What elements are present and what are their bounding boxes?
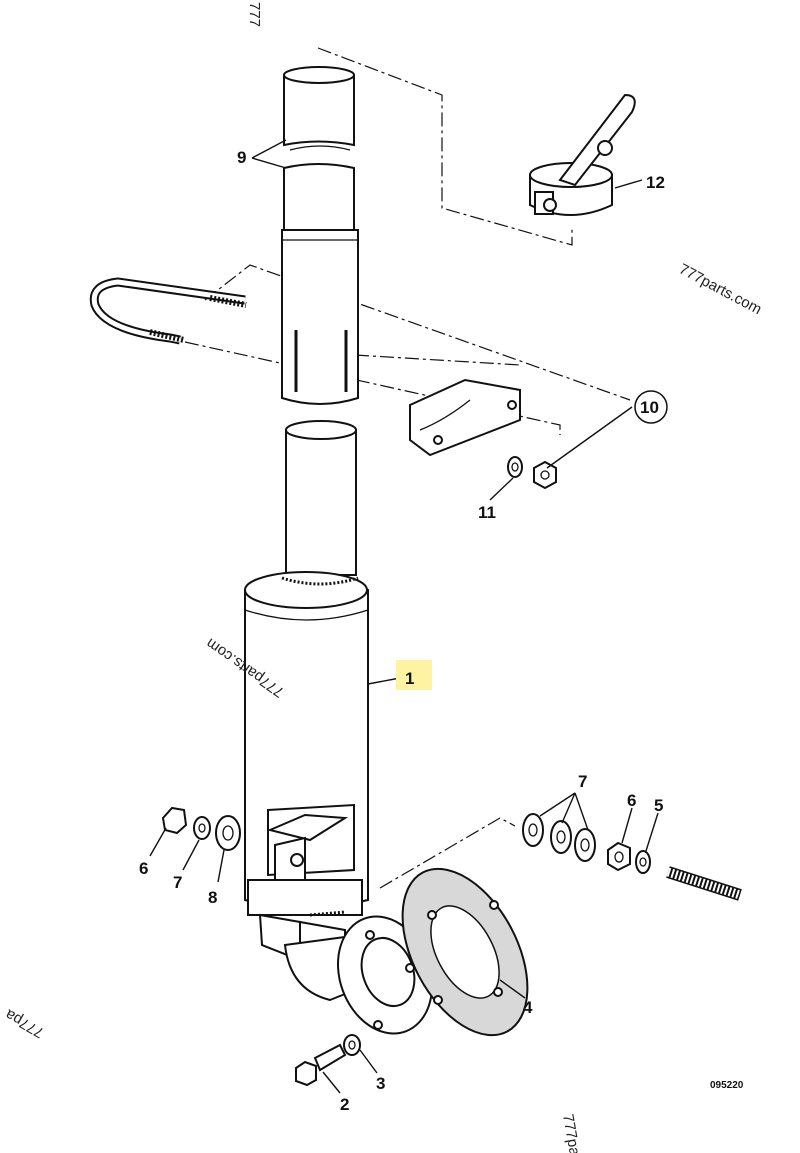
bolt-part-2 bbox=[295, 1043, 347, 1087]
callout-11: 11 bbox=[478, 503, 496, 522]
u-bolt-part-10 bbox=[89, 277, 247, 345]
callout-6-left: 6 bbox=[139, 859, 148, 878]
muffler-part-1 bbox=[244, 420, 434, 1035]
callout-8: 8 bbox=[208, 888, 217, 907]
callout-3: 3 bbox=[376, 1074, 385, 1093]
callout-10-circle bbox=[634, 390, 668, 424]
callout-4: 4 bbox=[523, 998, 533, 1017]
bracket-part-10 bbox=[409, 378, 521, 457]
washer-nut-part-11 bbox=[507, 456, 557, 490]
watermark-bottom: 777parts bbox=[559, 1113, 586, 1153]
callout-7-left: 7 bbox=[173, 873, 182, 892]
watermark-left: 777pa bbox=[2, 1005, 47, 1041]
right-fasteners bbox=[522, 813, 742, 901]
watermark-right: 777parts.com bbox=[676, 261, 764, 319]
drawing-number: 095220 bbox=[710, 1080, 744, 1091]
washer-part-3 bbox=[343, 1034, 361, 1056]
left-fasteners bbox=[161, 806, 241, 851]
highlight-box bbox=[396, 660, 432, 690]
callout-5: 5 bbox=[654, 796, 663, 815]
callout-1: 1 bbox=[405, 669, 414, 688]
gasket-part-4 bbox=[401, 867, 529, 1037]
callout-6-right: 6 bbox=[627, 791, 636, 810]
tail-pipe-part-9 bbox=[281, 66, 359, 405]
watermark-top: 777 bbox=[246, 2, 263, 27]
callout-12: 12 bbox=[646, 173, 665, 192]
callout-7-right: 7 bbox=[578, 772, 587, 791]
callout-leaders bbox=[149, 139, 659, 1094]
callout-10: 10 bbox=[640, 398, 659, 417]
rain-cap-part-12 bbox=[529, 93, 636, 216]
callout-9: 9 bbox=[237, 148, 246, 167]
callout-2: 2 bbox=[340, 1095, 349, 1114]
